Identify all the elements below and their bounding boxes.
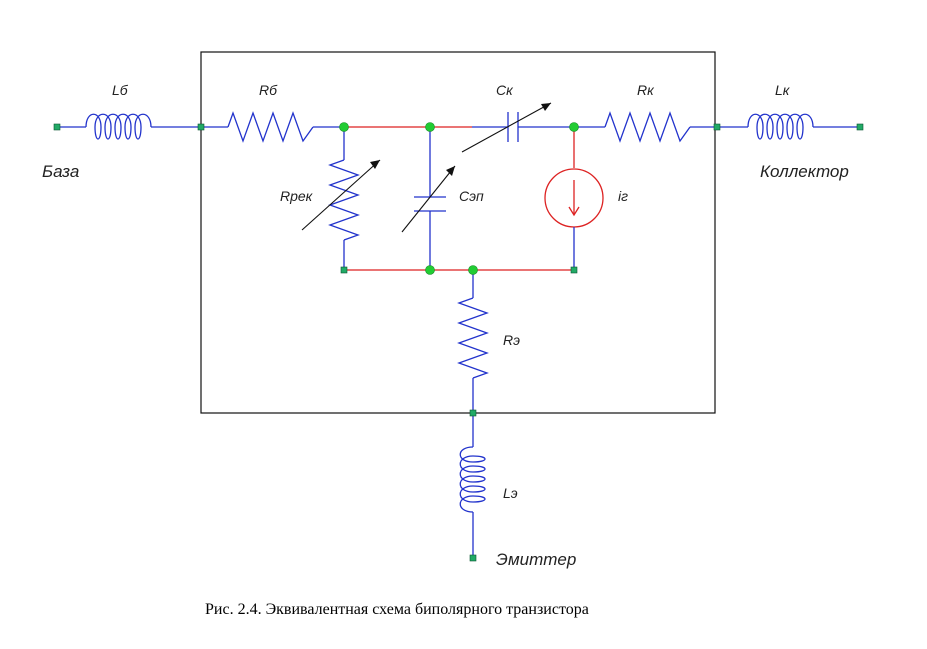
- resistor-rrek: [301, 127, 381, 270]
- label-re: Rэ: [503, 332, 520, 348]
- label-le: Lэ: [503, 485, 518, 501]
- node-rrek-bottom: [340, 266, 348, 274]
- node-ig-bottom: [570, 266, 578, 274]
- resistor-rb: [201, 111, 344, 143]
- inductor-lk: [717, 113, 860, 140]
- node-cep-top: [425, 122, 435, 132]
- label-ig: iг: [618, 188, 628, 204]
- label-rb: Rб: [259, 82, 278, 98]
- capacitor-ck: [461, 102, 574, 153]
- label-rrek: Rрек: [280, 188, 314, 204]
- inner-wiring: [344, 126, 575, 271]
- terminal-collector-pin: [856, 123, 864, 131]
- node-rb-rrek: [339, 122, 349, 132]
- figure-caption: Рис. 2.4. Эквивалентная схема биполярног…: [205, 601, 589, 618]
- node-re-top: [468, 265, 478, 275]
- label-rk: Rк: [637, 82, 655, 98]
- capacitor-cep: [401, 127, 456, 270]
- resistor-rk: [574, 111, 717, 143]
- node-box-left: [197, 123, 205, 131]
- label-lb: Lб: [112, 82, 129, 98]
- label-lk: Lк: [775, 82, 791, 98]
- terminal-emitter-pin: [469, 554, 477, 562]
- transistor-boundary-box: [200, 51, 716, 414]
- label-cep: Cэп: [459, 188, 484, 204]
- node-cep-bottom: [425, 265, 435, 275]
- terminal-base-pin: [53, 123, 61, 131]
- node-ck-rk: [569, 122, 579, 132]
- terminal-emitter-label: Эмиттер: [496, 550, 576, 569]
- current-source-ig: [544, 168, 604, 270]
- resistor-re: [457, 270, 489, 413]
- node-box-right: [713, 123, 721, 131]
- label-ck: Cк: [496, 82, 514, 98]
- inductor-lb: [57, 113, 201, 140]
- terminal-base-label: База: [42, 162, 79, 181]
- inductor-le: [459, 413, 486, 558]
- node-box-bottom: [469, 409, 477, 417]
- circuit-nodes: [53, 122, 864, 562]
- terminal-collector-label: Коллектор: [760, 162, 849, 181]
